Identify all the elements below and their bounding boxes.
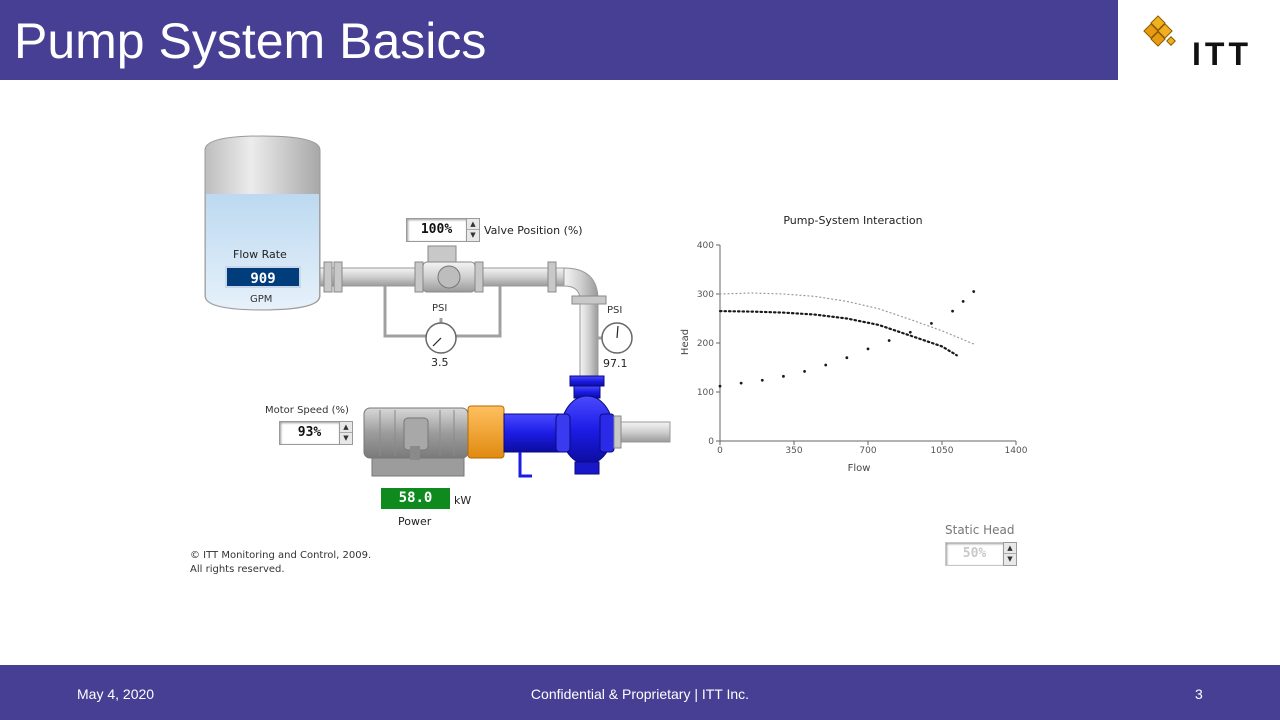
y-tick-label: 300: [697, 290, 714, 300]
system-curve-point: [739, 381, 743, 385]
motor: [363, 407, 469, 477]
system-curve-point: [951, 309, 954, 313]
y-tick-label: 200: [697, 339, 714, 349]
system-curve-point: [782, 374, 785, 378]
system-curve-point: [760, 378, 764, 382]
motor-down-arrow-icon[interactable]: ▼: [343, 434, 349, 442]
pump: [503, 375, 615, 478]
motor-speed-input[interactable]: 93%: [279, 421, 339, 445]
static-head-up-arrow-icon[interactable]: ▲: [1004, 543, 1016, 554]
x-axis-label: Flow: [848, 463, 871, 474]
valve-position-arrows[interactable]: ▲ ▼: [466, 218, 480, 242]
motor-up-arrow-icon[interactable]: ▲: [340, 422, 352, 433]
footer-page-number: 3: [1195, 686, 1203, 702]
system-curve-point: [824, 363, 828, 367]
gauge-left-label: PSI: [432, 303, 448, 314]
logo-text: ITT: [1192, 36, 1252, 72]
valve-down-arrow-icon[interactable]: ▼: [470, 231, 476, 239]
pressure-gauge-right-icon: [601, 322, 633, 354]
pump-curve-full-speed: [719, 292, 975, 345]
itt-logo-icon: [1143, 15, 1176, 47]
system-curve-point: [930, 322, 933, 325]
x-tick-label: 0: [717, 446, 723, 456]
static-head-arrows[interactable]: ▲ ▼: [1003, 542, 1017, 566]
static-head-input[interactable]: 50%: [945, 542, 1003, 566]
power-display: 58.0: [381, 488, 450, 509]
system-curve-point: [972, 290, 976, 293]
control-valve: [422, 245, 476, 293]
system-curve-point: [887, 339, 891, 342]
power-label: Power: [398, 515, 432, 528]
system-curve-point: [845, 356, 849, 360]
x-ticks: 0 350 700 1050 1400: [717, 441, 1028, 456]
title-bar: [0, 0, 1118, 80]
valve-up-arrow-icon[interactable]: ▲: [467, 219, 479, 230]
suction-pipe: [613, 415, 671, 449]
gauge-left-value: 3.5: [431, 356, 449, 369]
gauge-right-value: 97.1: [603, 357, 628, 370]
y-tick-label: 400: [697, 241, 714, 251]
flow-rate-display: 909: [225, 266, 301, 288]
system-curve-point: [718, 384, 722, 388]
y-ticks: 0 100 200 300 400: [697, 241, 720, 447]
valve-position-input[interactable]: 100%: [406, 218, 466, 242]
system-curve-point: [961, 299, 965, 303]
y-axis-label: Head: [680, 329, 691, 355]
pump-curve-current: [718, 310, 958, 357]
static-head-stepper[interactable]: 50% ▲ ▼: [945, 542, 1017, 566]
flow-unit-label: GPM: [250, 294, 273, 305]
motor-speed-label: Motor Speed (%): [265, 405, 349, 416]
x-tick-label: 1400: [1005, 446, 1028, 456]
pressure-gauge-left-icon: [425, 322, 457, 354]
static-head-label: Static Head: [945, 523, 1015, 537]
slide-title: Pump System Basics: [14, 13, 487, 69]
chart-title: Pump-System Interaction: [783, 214, 922, 227]
chart-series: [718, 290, 976, 388]
x-tick-label: 350: [785, 446, 802, 456]
y-tick-label: 0: [708, 437, 714, 447]
footer-confidential: Confidential & Proprietary | ITT Inc.: [530, 686, 750, 702]
x-tick-label: 700: [859, 446, 876, 456]
static-head-down-arrow-icon[interactable]: ▼: [1007, 555, 1013, 563]
valve-position-stepper[interactable]: 100% ▲ ▼: [406, 218, 480, 242]
footer-date: May 4, 2020: [77, 686, 155, 702]
x-tick-label: 1050: [931, 446, 954, 456]
copyright-line-2: All rights reserved.: [190, 564, 285, 575]
copyright-line-1: © ITT Monitoring and Control, 2009.: [190, 550, 372, 561]
power-unit-label: kW: [454, 494, 472, 507]
motor-speed-arrows[interactable]: ▲ ▼: [339, 421, 353, 445]
system-curve-point: [803, 370, 806, 373]
motor-speed-stepper[interactable]: 93% ▲ ▼: [279, 421, 353, 445]
footer-bar: May 4, 2020 Confidential & Proprietary |…: [0, 665, 1280, 720]
y-tick-label: 100: [697, 388, 714, 398]
flow-rate-label: Flow Rate: [233, 248, 287, 261]
gauge-right-label: PSI: [607, 305, 623, 316]
system-curve-point: [866, 347, 870, 351]
valve-position-label: Valve Position (%): [484, 224, 583, 237]
system-curve-point: [908, 330, 912, 334]
